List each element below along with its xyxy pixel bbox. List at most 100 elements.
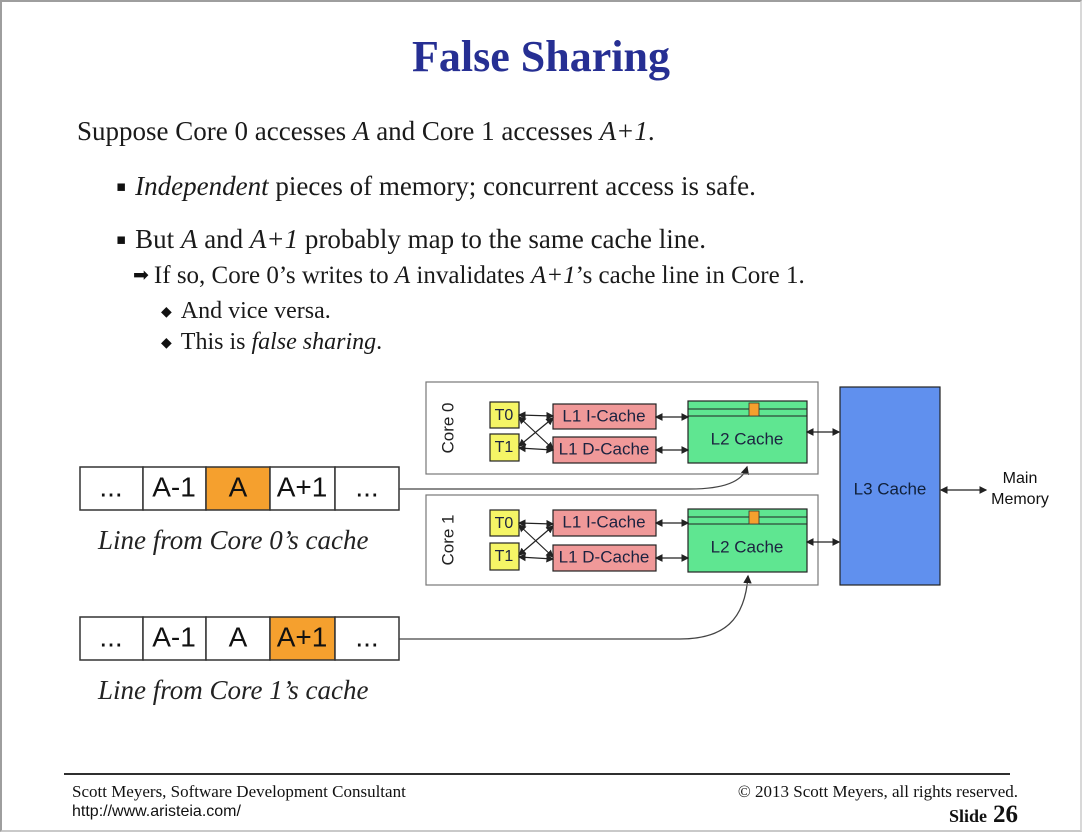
bullet-false-sharing: ◆ This is false sharing. — [161, 329, 382, 356]
bullet2-seg3: A+1 — [249, 224, 299, 254]
row1-cell-2-label: A — [229, 621, 248, 652]
row1-cell-1 — [142, 616, 207, 661]
diamond-bullet-icon: ◆ — [161, 304, 172, 320]
row0-cell-1 — [142, 466, 207, 511]
core1-l2-dirty-cell-marker — [748, 510, 760, 525]
core0-thread1-label: T1 — [495, 439, 514, 456]
bullet3-seg1: A — [394, 262, 411, 289]
row0-cell-2-label: A — [229, 471, 248, 502]
core1-arrow-t0-l1i — [517, 519, 555, 528]
core0-arrow-t1-l1i — [518, 417, 554, 447]
core0-l1d-label: L1 D-Cache — [559, 439, 650, 458]
row1-cell-2 — [205, 616, 271, 661]
core1-thread1-label: T1 — [495, 548, 514, 565]
bullet3-seg4: ’s cache line in Core 1. — [575, 262, 805, 289]
square-bullet-icon: ▪ — [116, 230, 127, 248]
bullet1-seg1: pieces of memory; concurrent access is s… — [268, 171, 756, 201]
core0-arrow-t1-l1d — [517, 444, 555, 454]
bullet5-seg1: false sharing — [251, 329, 377, 355]
bullet-invalidates: ➡ If so, Core 0’s writes to A invalidate… — [133, 262, 805, 290]
bullet2-seg4: probably map to the same cache line. — [298, 224, 706, 254]
bullet5-seg2: . — [376, 329, 383, 355]
footer-divider — [64, 773, 1010, 775]
diamond-bullet-icon: ◆ — [161, 335, 172, 351]
core1-thread0-label: T0 — [495, 515, 514, 532]
bullet4-text: And vice versa. — [180, 298, 331, 324]
bullet3-text: If so, Core 0’s writes to A invalidates … — [154, 262, 805, 290]
bullet2-seg1: A — [180, 224, 198, 254]
bullet-same-cache-line: ▪ But A and A+1 probably map to the same… — [116, 224, 706, 255]
square-bullet-icon: ▪ — [116, 177, 127, 195]
arrow-bullet-icon: ➡ — [133, 264, 149, 286]
bullet2-seg0: But — [135, 224, 181, 254]
row1-cell-3-label: A+1 — [277, 621, 328, 652]
connector-row0-to-core0-l2 — [399, 465, 750, 490]
bullet3-seg0: If so, Core 0’s writes to — [153, 262, 395, 289]
core0-l1i-label: L1 I-Cache — [562, 406, 645, 425]
bullet5-text: This is false sharing. — [181, 329, 382, 356]
intro-seg2: and Core 1 accesses — [369, 116, 600, 146]
core1-arrow-t1-l1d — [517, 553, 555, 563]
core0-box — [425, 381, 819, 475]
footer-author: Scott Meyers, Software Development Consu… — [72, 782, 406, 801]
core1-l2-box — [687, 508, 808, 573]
slide-title: False Sharing — [412, 32, 670, 81]
cache-architecture-diagram: ... A-1 A A+1 ... Line from Core 0’s cac… — [79, 381, 1049, 705]
bullet1-text: Independent pieces of memory; concurrent… — [135, 171, 756, 202]
row0-cell-4-label: ... — [355, 471, 378, 502]
bullet-independent: ▪ Independent pieces of memory; concurre… — [116, 171, 756, 202]
row1-cell-4-label: ... — [355, 621, 378, 652]
core1-l2-label: L2 Cache — [711, 537, 784, 556]
row1-cell-4 — [334, 616, 400, 661]
row0-cell-2-highlighted — [205, 466, 271, 511]
bullet2-seg2: and — [197, 224, 250, 254]
footer-slide-number: Slide 26 — [949, 801, 1018, 829]
row0-cell-0-label: ... — [99, 471, 122, 502]
core1-label: Core 1 — [438, 514, 457, 565]
l3-cache-label: L3 Cache — [854, 479, 927, 498]
footer-copyright: © 2013 Scott Meyers, all rights reserved… — [737, 782, 1018, 801]
slide-word: Slide — [948, 806, 987, 826]
core1-group: Core 1 T0 T1 L1 I-Cache L1 D-Cache L2 Ca… — [425, 494, 841, 586]
core0-thread0-label: T0 — [495, 407, 514, 424]
bullet5-seg0: This is — [180, 329, 252, 355]
core0-l2-dirty-cell-marker — [748, 402, 760, 417]
main-memory-label-line2: Memory — [991, 491, 1049, 508]
core0-l1d-box — [552, 436, 657, 464]
row0-cell-4 — [334, 466, 400, 511]
row0-cell-3-label: A+1 — [277, 471, 328, 502]
connector-row1-to-core1-l2 — [399, 574, 752, 640]
row0-caption: Line from Core 0’s cache — [97, 525, 368, 555]
row1-cell-3-highlighted — [269, 616, 336, 661]
row0-cell-0 — [79, 466, 144, 511]
footer-url: http://www.aristeia.com/ — [72, 803, 241, 820]
core0-group: Core 0 T0 T1 L1 I-Cache L1 D-Cache L2 Ca… — [425, 381, 841, 475]
core0-thread0-box — [489, 401, 520, 429]
main-memory-label-line1: Main — [1003, 470, 1038, 487]
intro-seg4: . — [647, 116, 655, 146]
row1-cell-0 — [79, 616, 144, 661]
intro-seg0: Suppose Core 0 accesses — [77, 116, 353, 146]
intro-seg1: A — [352, 116, 370, 146]
row1-cell-1-label: A-1 — [152, 621, 196, 652]
core0-arrow-t0-l1i — [517, 411, 555, 420]
row1-caption: Line from Core 1’s cache — [97, 675, 368, 705]
core1-arrow-t1-l1i — [518, 525, 554, 556]
core1-l1i-label: L1 I-Cache — [562, 512, 645, 531]
bullet3-seg3: A+1 — [530, 262, 576, 289]
bullet3-seg2: invalidates — [410, 262, 531, 289]
slide-number: 26 — [993, 801, 1018, 828]
bullet2-text: But A and A+1 probably map to the same c… — [135, 224, 706, 255]
intro-text: Suppose Core 0 accesses A and Core 1 acc… — [77, 116, 655, 147]
cache-line-row-core0: ... A-1 A A+1 ... Line from Core 0’s cac… — [79, 466, 400, 555]
core1-l1d-label: L1 D-Cache — [559, 547, 650, 566]
intro-seg3: A+1 — [599, 116, 648, 146]
cache-line-row-core1: ... A-1 A A+1 ... Line from Core 1’s cac… — [79, 616, 400, 705]
intro-line: Suppose Core 0 accesses A and Core 1 acc… — [77, 116, 655, 147]
bullet-vice-versa: ◆ And vice versa. — [161, 298, 331, 325]
core0-l2-label: L2 Cache — [711, 429, 784, 448]
core0-label: Core 0 — [438, 402, 457, 453]
l3-cache-box — [839, 386, 941, 586]
row1-cell-0-label: ... — [99, 621, 122, 652]
